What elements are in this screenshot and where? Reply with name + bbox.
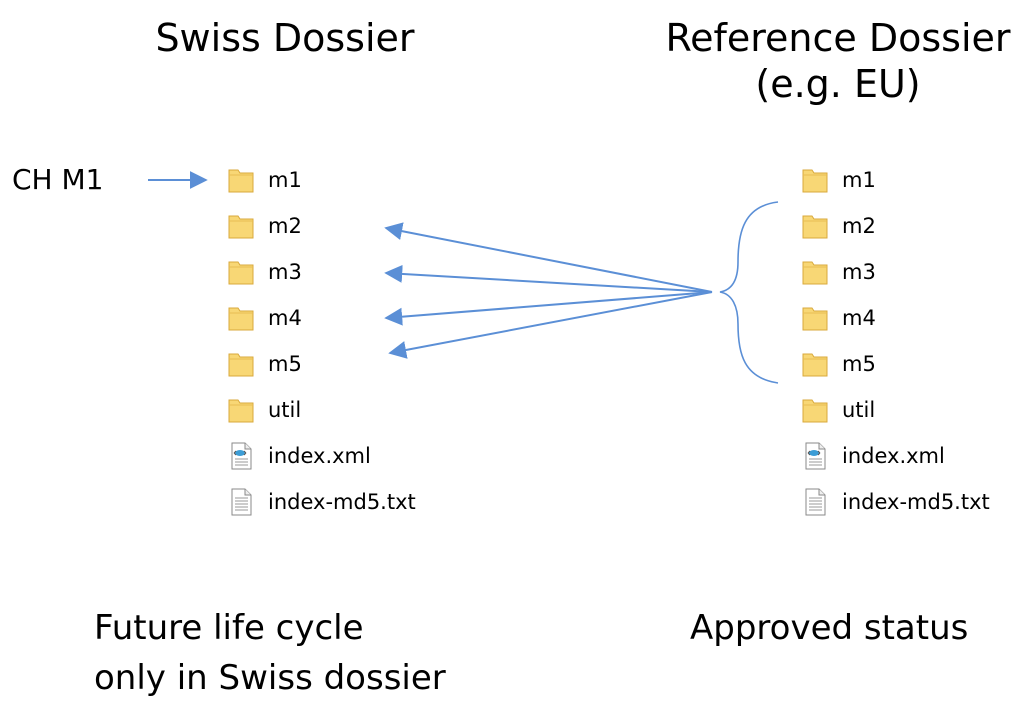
tree-item-label: m2	[842, 214, 876, 238]
tree-item-label: index-md5.txt	[842, 490, 990, 514]
text-file-icon	[226, 487, 256, 517]
tree-item-label: util	[268, 398, 302, 422]
reference-group-brace	[719, 201, 779, 384]
tree-item-label: m3	[268, 260, 302, 284]
tree-item-label: m3	[842, 260, 876, 284]
reference-tree-item-m1: m1	[800, 157, 990, 203]
folder-icon	[800, 349, 830, 379]
tree-item-label: index-md5.txt	[268, 490, 416, 514]
tree-item-label: m4	[268, 306, 302, 330]
swiss-dossier-title: Swiss Dossier	[108, 15, 462, 61]
swiss-tree-item-index-md5-txt: index-md5.txt	[226, 479, 416, 525]
tree-item-label: m4	[842, 306, 876, 330]
swiss-footer-line2: only in Swiss dossier	[94, 658, 446, 698]
tree-item-label: m1	[268, 168, 302, 192]
reference-tree-item-index-md5-txt: index-md5.txt	[800, 479, 990, 525]
tree-item-label: m2	[268, 214, 302, 238]
reference-tree-item-m5: m5	[800, 341, 990, 387]
folder-icon	[226, 395, 256, 425]
reference-tree-item-m2: m2	[800, 203, 990, 249]
reference-dossier-title-line1: Reference Dossier	[665, 16, 1011, 60]
folder-icon	[226, 303, 256, 333]
folder-icon	[800, 303, 830, 333]
swiss-tree-item-m2: m2	[226, 203, 416, 249]
swiss-tree-item-m3: m3	[226, 249, 416, 295]
folder-icon	[226, 349, 256, 379]
folder-icon	[226, 211, 256, 241]
folder-icon	[226, 257, 256, 287]
reference-to-m4-arrow	[384, 291, 713, 326]
reference-to-m5-arrow	[388, 291, 713, 359]
swiss-dossier-footer: Future life cycle only in Swiss dossier	[94, 603, 446, 703]
folder-icon	[800, 257, 830, 287]
folder-icon	[226, 165, 256, 195]
reference-tree-item-m3: m3	[800, 249, 990, 295]
swiss-footer-line1: Future life cycle	[94, 608, 364, 648]
xml-file-icon	[226, 441, 256, 471]
reference-dossier-footer: Approved status	[690, 603, 968, 653]
xml-file-icon	[800, 441, 830, 471]
reference-footer-text: Approved status	[690, 608, 969, 648]
tree-item-label: util	[842, 398, 876, 422]
swiss-dossier-tree: m1 m2 m3 m4 m5 util index.xml index-md5.txt	[226, 157, 416, 525]
swiss-tree-item-m5: m5	[226, 341, 416, 387]
ch-m1-label: CH M1	[12, 163, 104, 196]
folder-icon	[800, 165, 830, 195]
reference-dossier-title-line2: (e.g. EU)	[755, 62, 921, 106]
tree-item-label: m5	[842, 352, 876, 376]
folder-icon	[800, 211, 830, 241]
swiss-tree-item-m4: m4	[226, 295, 416, 341]
reference-dossier-tree: m1 m2 m3 m4 m5 util index.xml index-md5.txt	[800, 157, 990, 525]
swiss-tree-item-index-xml: index.xml	[226, 433, 416, 479]
reference-tree-item-m4: m4	[800, 295, 990, 341]
swiss-dossier-title-text: Swiss Dossier	[155, 16, 415, 60]
reference-to-m3-arrow	[384, 264, 713, 293]
tree-item-label: m5	[268, 352, 302, 376]
swiss-tree-item-m1: m1	[226, 157, 416, 203]
reference-tree-item-util: util	[800, 387, 990, 433]
reference-to-m2-arrow	[384, 222, 713, 293]
text-file-icon	[800, 487, 830, 517]
folder-icon	[800, 395, 830, 425]
reference-tree-item-index-xml: index.xml	[800, 433, 990, 479]
tree-item-label: index.xml	[268, 444, 371, 468]
reference-dossier-title: Reference Dossier (e.g. EU)	[628, 15, 1036, 107]
swiss-tree-item-util: util	[226, 387, 416, 433]
tree-item-label: index.xml	[842, 444, 945, 468]
tree-item-label: m1	[842, 168, 876, 192]
